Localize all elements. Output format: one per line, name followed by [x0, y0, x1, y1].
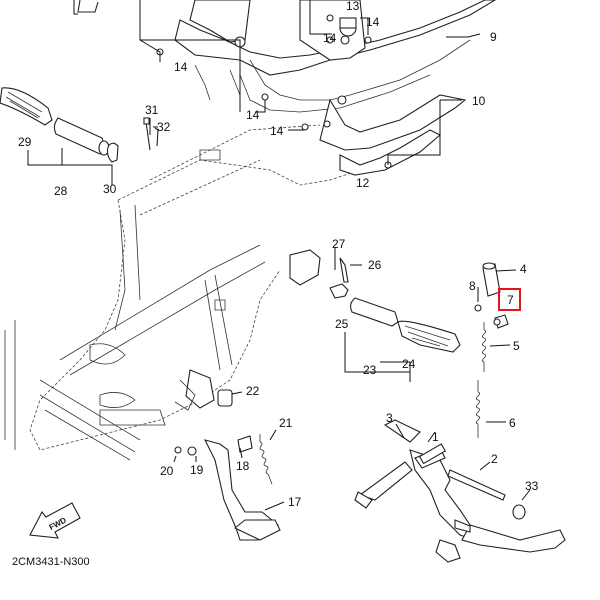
callout-14-middle: 14 [246, 108, 260, 122]
callout-5: 5 [513, 339, 520, 353]
leader-lines [27, 0, 531, 511]
callout-25: 25 [335, 317, 349, 331]
callout-2: 2 [491, 452, 498, 466]
callout-21: 21 [279, 416, 293, 430]
callout-19: 19 [190, 463, 204, 477]
callout-4: 4 [520, 262, 527, 276]
floor-panel-assembly [77, 0, 497, 176]
callout-12: 12 [356, 176, 370, 190]
callout-23: 23 [363, 363, 377, 377]
callout-28: 28 [54, 184, 68, 198]
callout-7-highlight-box [498, 288, 521, 311]
frame-outline [4, 124, 361, 461]
left-footrest-parts [0, 87, 159, 163]
stand-pivot-parts [474, 262, 509, 438]
callout-14-left: 14 [174, 60, 188, 74]
callout-18: 18 [236, 459, 250, 473]
callout-14-top-center: 14 [323, 31, 337, 45]
callout-10: 10 [472, 94, 486, 108]
callout-30: 30 [103, 182, 117, 196]
right-footrest-parts [289, 249, 461, 353]
callout-9: 9 [490, 30, 497, 44]
callout-20: 20 [160, 464, 174, 478]
callout-1: 1 [432, 430, 439, 444]
callout-32: 32 [157, 120, 171, 134]
callout-7[interactable]: 7 [507, 293, 514, 307]
callout-26: 26 [368, 258, 382, 272]
callout-17: 17 [288, 495, 302, 509]
callout-3: 3 [386, 411, 393, 425]
callout-31: 31 [145, 103, 159, 117]
forward-direction-arrow: FWD [29, 502, 81, 539]
callout-14-bracket: 14 [270, 124, 284, 138]
side-stand [174, 369, 281, 541]
callout-8: 8 [469, 279, 476, 293]
callout-22: 22 [246, 384, 260, 398]
callout-14-top-right: 14 [366, 15, 380, 29]
center-stand [354, 419, 566, 563]
callout-labels: 1 2 3 4 5 6 7 8 9 10 12 13 14 14 14 14 1… [18, 0, 539, 509]
callout-13: 13 [346, 0, 360, 13]
callout-33: 33 [525, 479, 539, 493]
callout-6: 6 [509, 416, 516, 430]
callout-29: 29 [18, 135, 32, 149]
callout-24: 24 [402, 357, 416, 371]
diagram-code: 2CM3431-N300 [12, 556, 90, 568]
callout-27: 27 [332, 237, 346, 251]
